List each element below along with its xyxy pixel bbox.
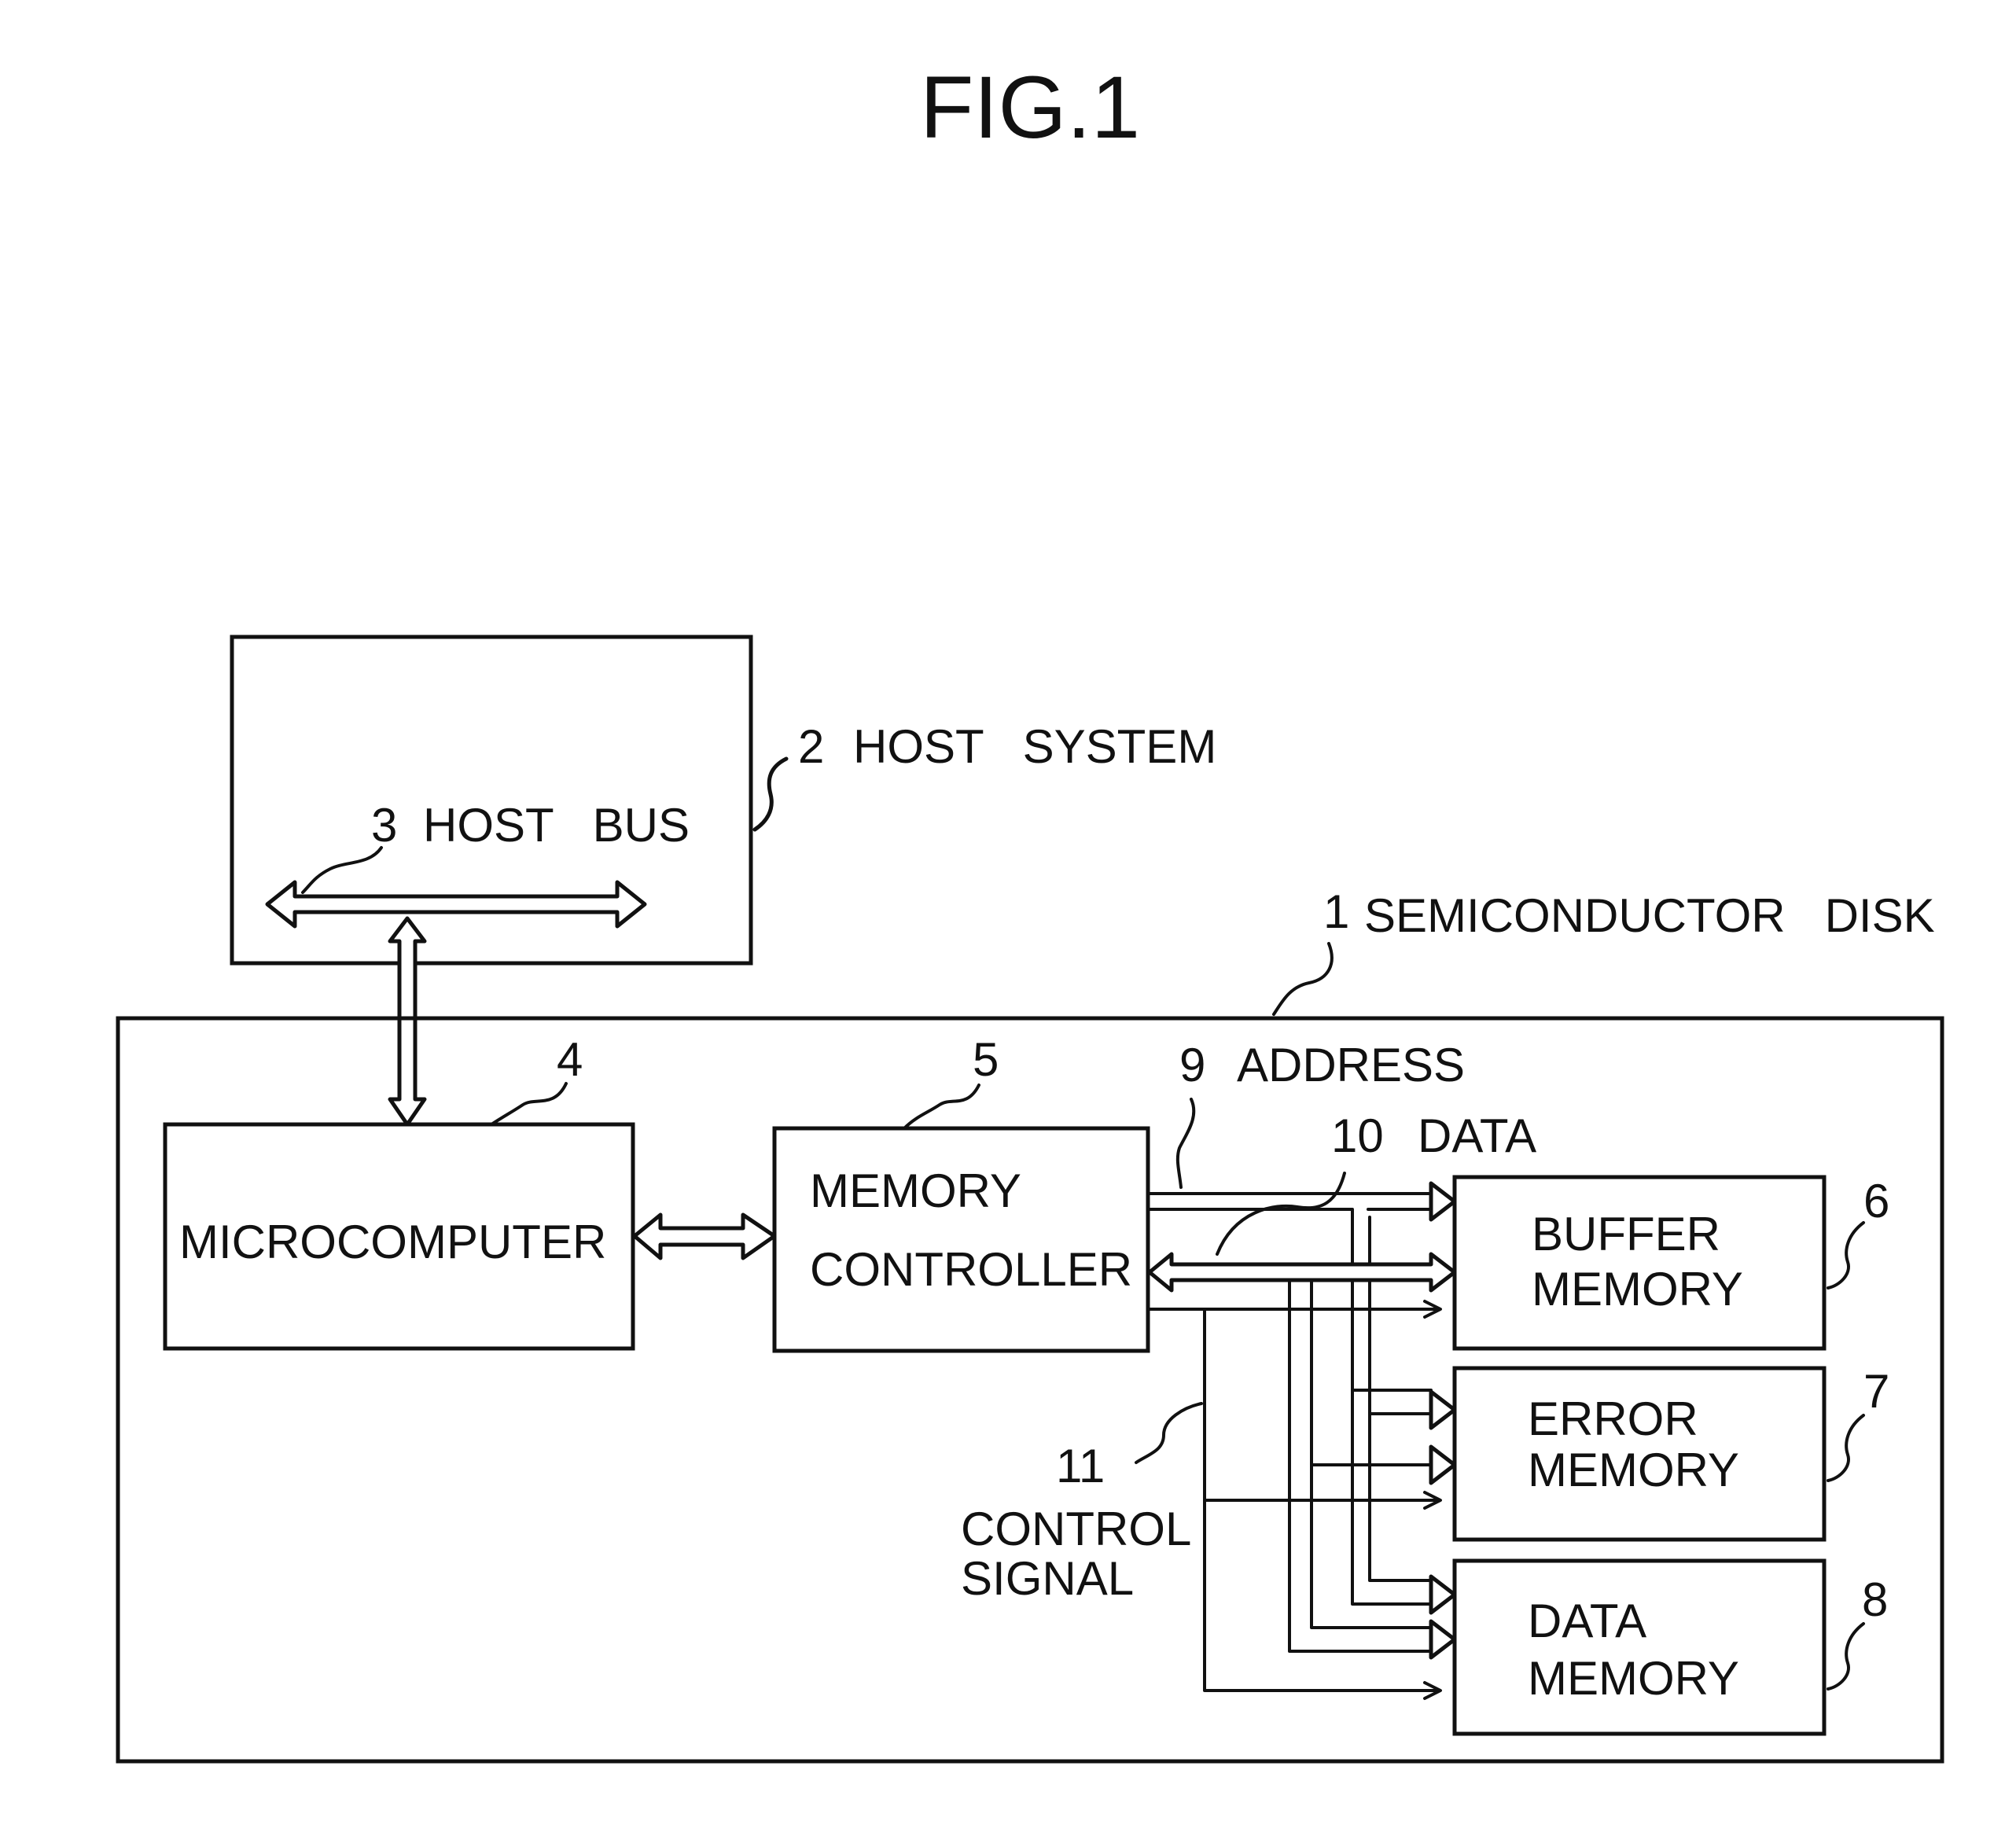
host-system-leader (752, 756, 789, 832)
semiconductor-disk-box (116, 1016, 1944, 1764)
address-bus-line-c (1368, 1412, 1433, 1582)
microcomputer-label: MICROCOMPUTER (179, 1216, 606, 1268)
control-signal-leader (1135, 1402, 1203, 1464)
microcomputer-box (163, 1122, 635, 1351)
data-leader (1216, 1172, 1346, 1256)
control-arrowhead-data (1423, 1681, 1442, 1700)
buffer-memory-label-1: BUFFER (1532, 1208, 1720, 1260)
error-memory-label-1: ERROR (1528, 1393, 1698, 1445)
semiconductor-disk-leader (1272, 942, 1334, 1016)
data-arrowhead-error (1429, 1444, 1457, 1485)
address-bus-line-b (1368, 1216, 1433, 1415)
microcomputer-controller-arrow (632, 1212, 777, 1260)
data-ref: 10 (1331, 1109, 1384, 1162)
data-memory-ref: 8 (1862, 1573, 1888, 1626)
address-label: ADDRESS (1237, 1039, 1465, 1091)
figure-title: FIG.1 (920, 58, 1140, 156)
data-bus-to-data-memory (1288, 1279, 1433, 1653)
memory-controller-label-1: MEMORY (810, 1164, 1021, 1217)
host-bus-label: HOST BUS (423, 799, 690, 852)
data-memory-label-1: DATA (1528, 1595, 1646, 1647)
host-system-label: HOST SYSTEM (853, 720, 1216, 773)
control-arrowhead-error (1423, 1491, 1442, 1510)
address-arrowhead-buffer (1429, 1181, 1457, 1222)
control-arrowhead-buffer (1423, 1300, 1442, 1319)
data-memory-leader (1827, 1622, 1865, 1691)
error-memory-ref: 7 (1863, 1365, 1889, 1418)
buffer-memory-ref: 6 (1863, 1175, 1889, 1227)
data-bus-to-data-memory-2 (1310, 1463, 1433, 1629)
address-bus-line-to-error (1148, 1208, 1433, 1392)
semiconductor-disk-label: SEMICONDUCTOR DISK (1364, 889, 1935, 942)
data-memory-box (1452, 1558, 1827, 1736)
address-arrowhead-error (1429, 1389, 1457, 1430)
error-memory-label-2: MEMORY (1528, 1444, 1739, 1496)
control-bus-vertical (1203, 1308, 1440, 1692)
data-arrowhead-data (1429, 1619, 1457, 1660)
address-ref: 9 (1179, 1039, 1205, 1091)
error-memory-box (1452, 1366, 1827, 1542)
host-system-ref: 2 (798, 720, 824, 773)
buffer-memory-leader (1827, 1221, 1865, 1290)
control-signal-label-2: SIGNAL (961, 1552, 1134, 1605)
host-bus-arrow (265, 880, 647, 929)
control-signal-ref: 11 (1056, 1440, 1105, 1492)
semiconductor-disk-ref: 1 (1323, 885, 1349, 938)
data-bus-arrow (1147, 1252, 1457, 1293)
address-leader (1175, 1098, 1196, 1189)
memory-controller-label-2: CONTROLLER (810, 1243, 1132, 1296)
memory-controller-ref: 5 (973, 1033, 999, 1086)
memory-controller-leader (903, 1084, 980, 1130)
host-bus-leader (301, 846, 383, 894)
host-bus-ref: 3 (371, 799, 397, 852)
address-arrowhead-data (1429, 1574, 1457, 1615)
address-bus-line-to-data (1351, 1389, 1433, 1606)
memory-controller-box (772, 1126, 1150, 1353)
error-memory-leader (1827, 1414, 1865, 1482)
microcomputer-leader (490, 1082, 568, 1126)
control-signal-label-1: CONTROL (961, 1503, 1191, 1555)
microcomputer-ref: 4 (557, 1033, 583, 1086)
data-memory-label-2: MEMORY (1528, 1652, 1739, 1705)
buffer-memory-box (1452, 1175, 1827, 1351)
buffer-memory-label-2: MEMORY (1532, 1263, 1743, 1315)
data-label: DATA (1418, 1109, 1536, 1162)
